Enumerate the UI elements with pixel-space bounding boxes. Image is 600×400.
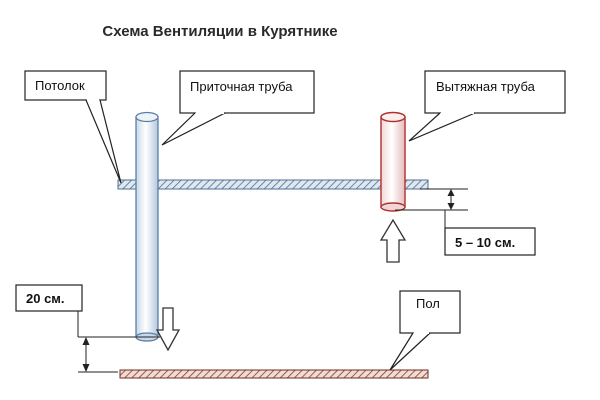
exhaust-gap-dimension: 5 – 10 см.: [395, 188, 536, 256]
floor-slab: [119, 369, 429, 379]
supply-gap-label: 20 см.: [26, 291, 65, 306]
supply-pipe: [135, 111, 159, 342]
exhaust-pipe-callout: Вытяжная труба: [408, 70, 566, 142]
exhaust-pipe: [380, 111, 406, 212]
supply-pipe-callout: Приточная труба: [161, 70, 315, 146]
air-outflow-up-arrow: [379, 218, 407, 263]
floor-label: Пол: [416, 296, 440, 311]
supply-pipe-label: Приточная труба: [190, 79, 293, 94]
ceiling-callout: Потолок: [24, 70, 122, 184]
exhaust-gap-label: 5 – 10 см.: [455, 235, 515, 250]
diagram-title: Схема Вентиляции в Курятнике: [102, 23, 337, 40]
supply-gap-dimension: 20 см.: [15, 284, 160, 373]
floor-callout: Пол: [389, 290, 461, 371]
ceiling-slab: [117, 179, 429, 190]
air-inflow-down-arrow: [155, 307, 181, 352]
ceiling-label: Потолок: [35, 78, 85, 93]
exhaust-pipe-label: Вытяжная труба: [436, 79, 536, 94]
